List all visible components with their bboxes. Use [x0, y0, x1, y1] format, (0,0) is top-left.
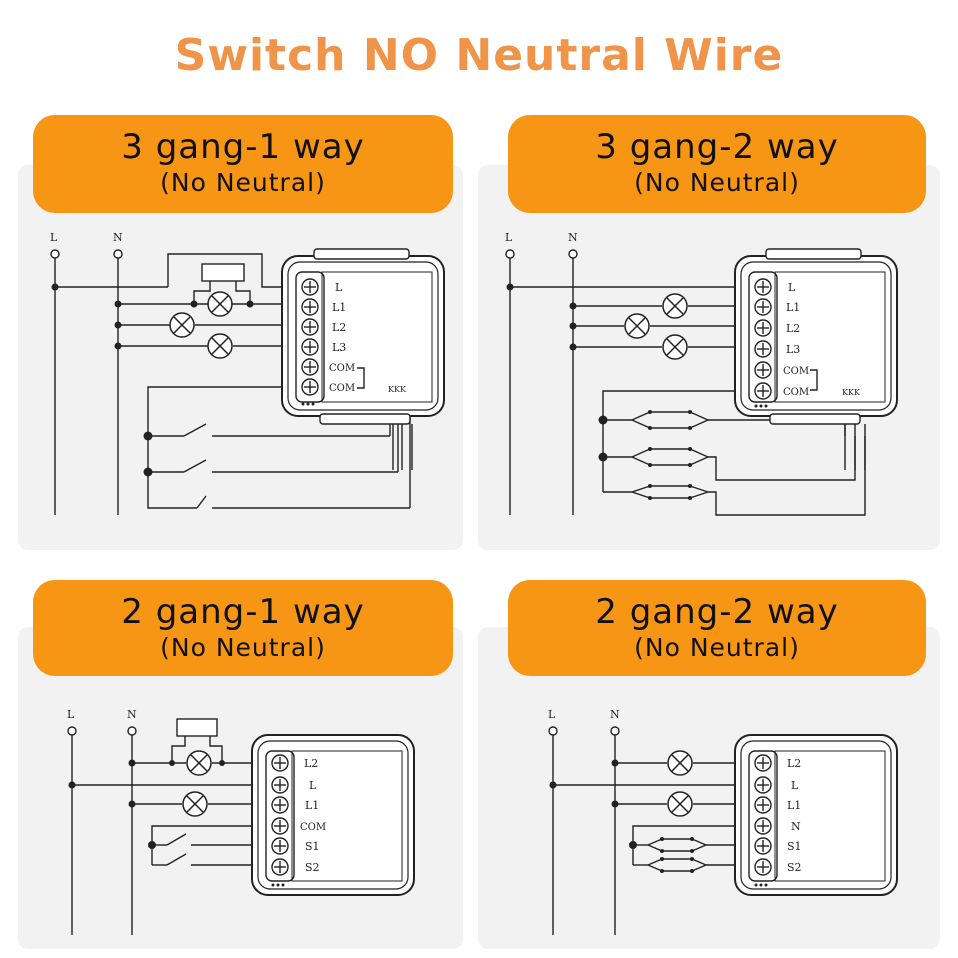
line-label-n: N	[610, 708, 620, 721]
line-label-l: L	[50, 231, 58, 244]
lamp-icon	[207, 291, 233, 317]
terminal-screw-icon	[271, 858, 289, 876]
line-label-n: N	[113, 231, 123, 244]
terminal-label: S2	[787, 861, 802, 874]
header-subtitle: (No Neutral)	[160, 633, 326, 662]
module-marking: KKK	[842, 388, 861, 397]
terminal-screw-icon	[271, 796, 289, 814]
lamp-icon	[662, 334, 688, 360]
terminal-screw-icon	[301, 278, 319, 296]
terminal-screw-icon	[754, 754, 772, 772]
diagram-3gang-1way: L N L L1 L2 L3 COM COM KKK	[50, 231, 445, 515]
terminal-label: COM	[783, 366, 809, 377]
terminal-label: N	[791, 820, 801, 833]
terminal-label: L3	[332, 341, 346, 354]
terminal-label: S1	[787, 840, 802, 853]
terminal-screw-icon	[754, 817, 772, 835]
terminal-screw-icon	[754, 361, 772, 379]
terminal-label: COM	[783, 387, 809, 398]
lamp-icon	[186, 750, 212, 776]
terminal-screw-icon	[754, 382, 772, 400]
terminal-label: L1	[305, 799, 319, 812]
terminal-label: L1	[787, 799, 801, 812]
header-2gang-2way: 2 gang-2 way (No Neutral)	[508, 580, 926, 676]
terminal-screw-icon	[301, 318, 319, 336]
header-subtitle: (No Neutral)	[634, 633, 800, 662]
terminal-screw-icon	[271, 776, 289, 794]
terminal-screw-icon	[271, 837, 289, 855]
lamp-icon	[662, 293, 688, 319]
terminal-screw-icon	[301, 358, 319, 376]
terminal-label: S2	[305, 861, 320, 874]
terminal-label: L1	[786, 301, 800, 314]
terminal-label: L	[788, 281, 796, 294]
terminal-label: L3	[786, 343, 800, 356]
header-title: 3 gang-2 way	[595, 127, 839, 167]
terminal-label: L	[791, 779, 799, 792]
diagram-2gang-1way: L N L2 L L1 COM S1 S2	[67, 708, 415, 935]
terminal-screw-icon	[754, 340, 772, 358]
terminal-screw-icon	[301, 298, 319, 316]
header-3gang-1way: 3 gang-1 way (No Neutral)	[33, 115, 453, 213]
header-title: 3 gang-1 way	[121, 127, 365, 167]
terminal-label: L2	[304, 757, 318, 770]
header-subtitle: (No Neutral)	[160, 168, 326, 197]
line-l-terminal	[548, 726, 558, 736]
terminal-label: L2	[786, 322, 800, 335]
line-label-n: N	[568, 231, 578, 244]
terminal-label: COM	[329, 383, 355, 394]
header-title: 2 gang-1 way	[121, 592, 365, 632]
line-label-l: L	[505, 231, 513, 244]
header-3gang-2way: 3 gang-2 way (No Neutral)	[508, 115, 926, 213]
terminal-label: L	[309, 779, 317, 792]
header-subtitle: (No Neutral)	[634, 168, 800, 197]
terminal-screw-icon	[754, 298, 772, 316]
lamp-icon	[207, 333, 233, 359]
terminal-screw-icon	[754, 776, 772, 794]
terminal-label: L2	[787, 757, 801, 770]
terminal-screw-icon	[271, 817, 289, 835]
terminal-screw-icon	[754, 278, 772, 296]
lamp-icon	[169, 312, 195, 338]
terminal-screw-icon	[754, 858, 772, 876]
header-title: 2 gang-2 way	[595, 592, 839, 632]
lamp-icon	[667, 791, 693, 817]
line-label-n: N	[127, 708, 137, 721]
line-n-terminal	[610, 726, 620, 736]
lamp-icon	[624, 313, 650, 339]
terminal-screw-icon	[754, 796, 772, 814]
lamp-icon	[667, 750, 693, 776]
terminal-label: L1	[332, 301, 346, 314]
terminal-screw-icon	[301, 338, 319, 356]
terminal-label: L	[335, 281, 343, 294]
terminal-label: S1	[305, 840, 320, 853]
diagram-3gang-2way: L N L L1 L2 L3 COM COM KKK	[505, 231, 898, 516]
header-2gang-1way: 2 gang-1 way (No Neutral)	[33, 580, 453, 676]
terminal-label: COM	[329, 363, 355, 374]
module-marking: KKK	[388, 385, 407, 394]
terminal-label: L2	[332, 321, 346, 334]
terminal-label: COM	[300, 822, 326, 833]
terminal-screw-icon	[754, 837, 772, 855]
terminal-screw-icon	[754, 319, 772, 337]
line-label-l: L	[67, 708, 75, 721]
page-title: Switch NO Neutral Wire	[174, 30, 784, 81]
terminal-screw-icon	[271, 754, 289, 772]
line-label-l: L	[548, 708, 556, 721]
lamp-icon	[182, 791, 208, 817]
terminal-screw-icon	[301, 378, 319, 396]
